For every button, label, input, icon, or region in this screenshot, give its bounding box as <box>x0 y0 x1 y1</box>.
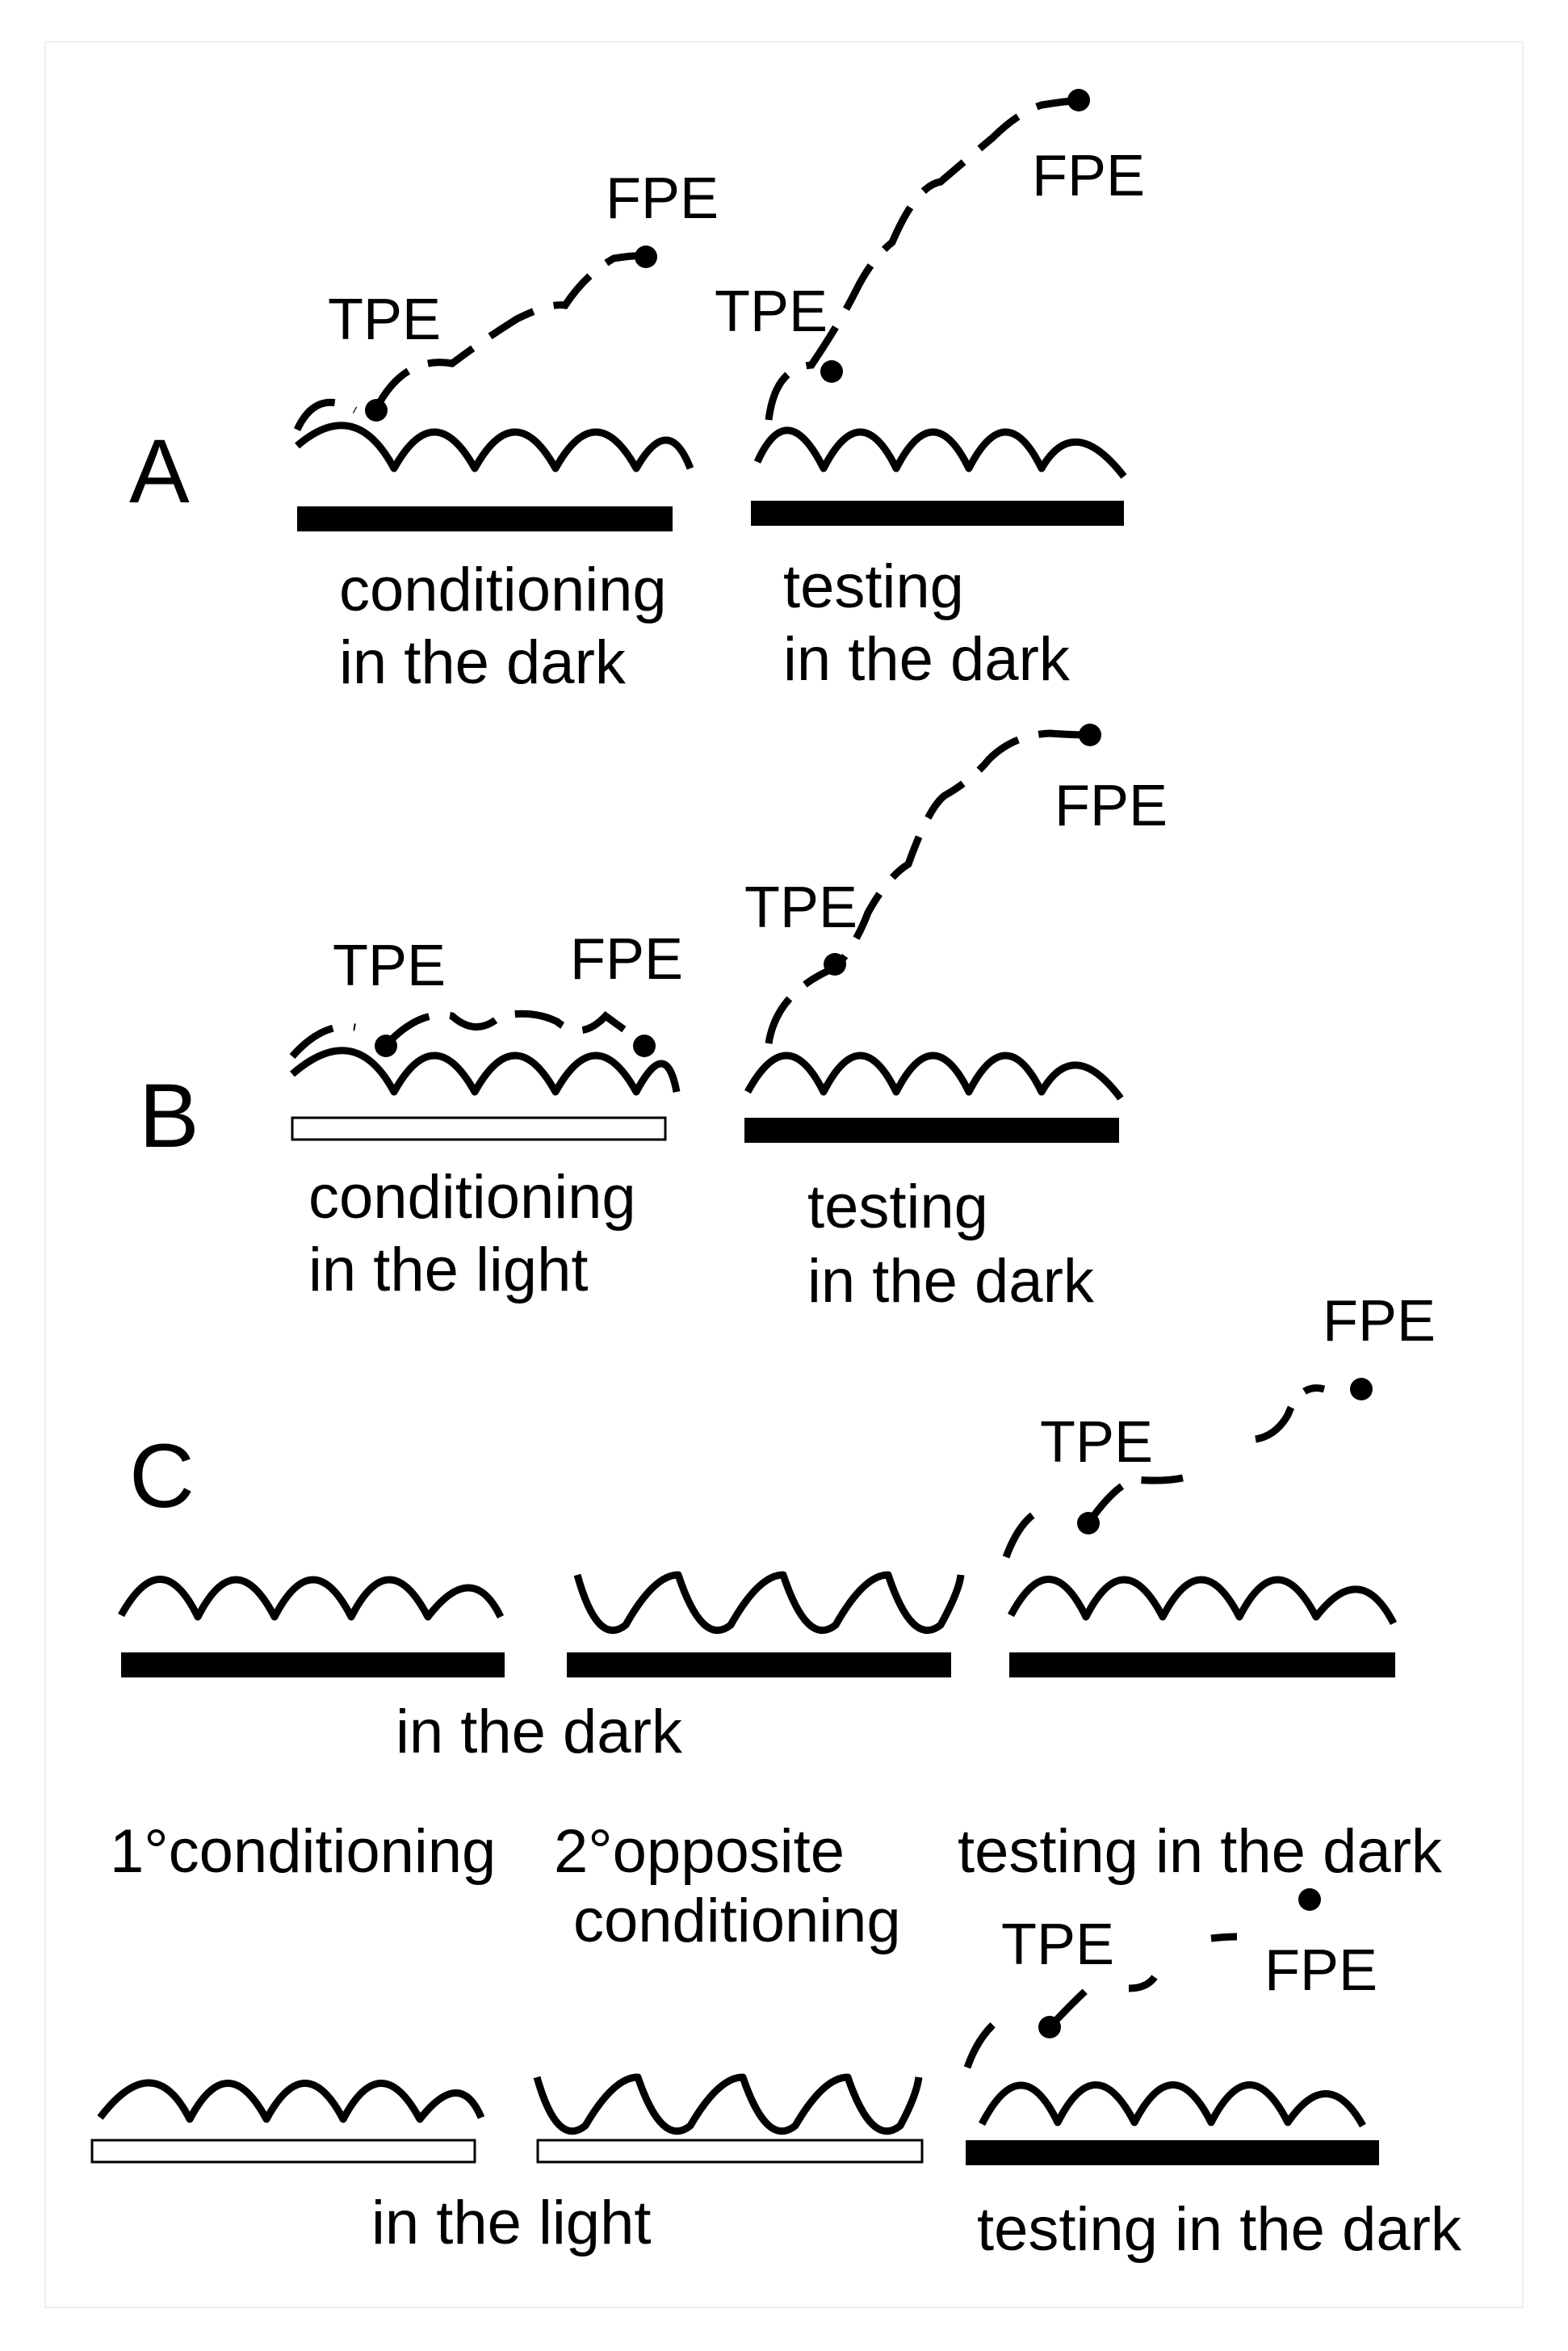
panel-b-conditioning-tpe-label: TPE <box>333 934 446 998</box>
panel-c-primary-light-sine-wave <box>97 2079 485 2123</box>
panel-c-primary-light-bar <box>90 2139 476 2164</box>
panel-c-letter: C <box>129 1425 195 1526</box>
panel-a-testing-dark-bar <box>751 501 1124 526</box>
panel-c-opposite-caption-line1: 2°opposite <box>554 1817 845 1886</box>
panel-b-testing-fpe-dot <box>1079 724 1101 746</box>
panel-a-conditioning-dark-bar <box>297 506 673 531</box>
panel-c-opposite-dark-sine-wave <box>573 1571 965 1635</box>
panel-c-testing-bottom-caption: testing in the dark <box>977 2195 1462 2264</box>
panel-c-testing-top-tpe-dot <box>1077 1512 1100 1534</box>
panel-a-testing-tpe-label: TPE <box>715 279 828 344</box>
panel-b-conditioning-fpe-label: FPE <box>570 927 683 992</box>
panel-c-testing-top-fpe-dot <box>1350 1378 1373 1400</box>
panel-c-testing-bottom-dark-bar <box>966 2140 1379 2165</box>
panel-c-opposite-light-bar <box>536 2139 924 2164</box>
panel-c-testing-bottom-tpe-label: TPE <box>1001 1912 1114 1977</box>
panel-a-conditioning-trajectory <box>293 252 648 431</box>
panel-a-testing-caption-line2: in the dark <box>783 625 1071 694</box>
panel-c-opposite-light-sine-wave <box>533 2073 923 2135</box>
panel-c-testing-bottom-sine-wave <box>979 2081 1366 2128</box>
panel-b-conditioning-light-bar <box>291 1116 667 1141</box>
panel-c-testing-top-tpe-label: TPE <box>1040 1410 1153 1475</box>
panel-b-conditioning-caption-line2: in the light <box>308 1236 588 1304</box>
panel-b-testing-fpe-label: FPE <box>1054 774 1168 838</box>
panel-c-testing-bottom-fpe-label: FPE <box>1264 1938 1377 2003</box>
panel-a-testing-caption-line1: testing <box>783 552 964 621</box>
panel-a-testing-fpe-label: FPE <box>1032 144 1145 208</box>
figure-frame <box>44 41 1524 2308</box>
panel-b-testing-caption-line1: testing <box>807 1173 988 1241</box>
panel-b-testing-dark-bar <box>744 1118 1119 1143</box>
panel-c-testing-bottom-tpe-dot <box>1038 2016 1061 2038</box>
panel-c-primary-dark-sine-wave <box>118 1576 505 1621</box>
panel-b: B TPE FPE conditioning in the light TPE … <box>139 724 1168 1316</box>
panel-a-testing-sine-wave <box>753 426 1127 479</box>
panel-c-testing-top-sine-wave <box>1008 1576 1398 1626</box>
panel-c-testing-top-trajectory <box>1002 1384 1326 1559</box>
panel-a: A TPE FPE conditioning in the dark TPE F… <box>129 89 1145 697</box>
panel-b-conditioning-trajectory <box>289 1010 647 1059</box>
panel-c-opposite-dark-bar <box>567 1652 951 1677</box>
panel-c-testing-top-dark-bar <box>1009 1652 1395 1677</box>
panel-c-testing-bottom-fpe-dot <box>1298 1888 1321 1911</box>
panel-c-testing-bottom-trajectory <box>963 1933 1238 2069</box>
panel-b-conditioning-caption-line1: conditioning <box>308 1163 636 1232</box>
panel-a-conditioning-fpe-dot <box>635 246 657 268</box>
panel-a-conditioning-tpe-dot <box>365 399 388 422</box>
panel-b-conditioning-tpe-dot <box>375 1035 397 1057</box>
panel-b-conditioning-sine-wave <box>290 1047 681 1096</box>
panel-b-letter: B <box>139 1065 199 1166</box>
panel-b-conditioning-fpe-dot <box>633 1035 656 1057</box>
panel-c-opposite-caption-line2: conditioning <box>573 1887 901 1955</box>
panel-a-conditioning-fpe-label: FPE <box>606 166 719 231</box>
panel-c: C TPE FPE in the dark 1°conditioning 2°o… <box>90 1289 1462 2264</box>
panel-b-testing-sine-wave <box>744 1052 1124 1101</box>
panel-a-letter: A <box>129 421 190 522</box>
panel-c-light-caption: in the light <box>371 2189 651 2257</box>
panel-b-testing-tpe-dot <box>824 953 846 976</box>
panel-a-testing-fpe-dot <box>1067 89 1090 111</box>
panel-a-conditioning-caption-line1: conditioning <box>339 556 667 624</box>
panel-c-testing-top-fpe-label: FPE <box>1323 1289 1436 1354</box>
panel-b-testing-caption-line2: in the dark <box>807 1247 1095 1316</box>
panel-a-testing-tpe-dot <box>820 360 843 383</box>
panel-a-testing-trajectory <box>765 96 1080 421</box>
panel-a-conditioning-tpe-label: TPE <box>328 288 441 352</box>
panel-c-dark-caption: in the dark <box>396 1698 683 1766</box>
panel-c-testing-top-caption: testing in the dark <box>958 1817 1443 1886</box>
panel-a-conditioning-caption-line2: in the dark <box>339 628 627 697</box>
panel-b-testing-tpe-label: TPE <box>744 875 857 940</box>
panel-c-primary-conditioning-caption: 1°conditioning <box>110 1817 496 1886</box>
panel-c-primary-dark-bar <box>121 1652 505 1677</box>
panel-a-conditioning-sine-wave <box>295 422 694 472</box>
